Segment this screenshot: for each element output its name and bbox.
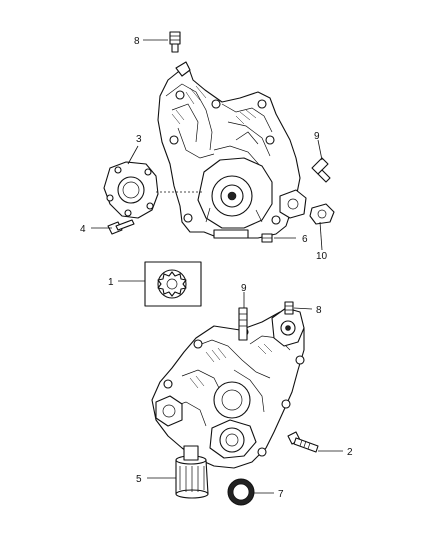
bottom-long-stud [238,307,248,341]
callout-4: 4 [80,224,86,235]
water-pump-bore [213,381,251,419]
pump-cover-plate [103,161,159,219]
cover-outlet-neck [155,395,183,427]
callout-3: 3 [136,134,142,145]
right-port-boss [279,189,307,219]
dowel-pin [261,233,273,243]
oil-filter [175,445,209,499]
top-stud-sensor [169,31,181,53]
top-stud-boss [175,61,191,77]
cover-bolt-boss [175,90,185,100]
pump-cover-screw [107,219,135,235]
pump-rotor-inset [144,261,202,307]
bottom-sensor [284,301,294,315]
callout-9-bottom: 9 [241,283,247,294]
cover-bolt-boss [265,135,275,145]
cover-bolt-boss [169,135,179,145]
callout-1: 1 [108,277,114,288]
bottom-mount-pad [213,229,249,239]
callout-7: 7 [278,489,284,500]
bottom-front-cover-assembly [151,307,305,469]
cover-bolt [287,431,319,453]
crankshaft-seal [227,478,255,506]
callout-6: 6 [302,234,308,245]
top-temp-sensor [311,157,331,183]
leader-lines [91,39,343,494]
crank-seal-bore [219,427,245,453]
rotor-gear [157,271,187,297]
callout-8-bottom: 8 [316,305,322,316]
top-front-cover-assembly [157,61,307,239]
cover-bolt-boss [257,99,267,109]
callout-10: 10 [316,251,328,262]
drain-plug-cap [309,203,335,225]
callout-5: 5 [136,474,142,485]
callout-8-top: 8 [134,36,140,47]
callout-2: 2 [347,447,353,458]
callout-9-top: 9 [314,131,320,142]
cover-bolt-boss [183,213,193,223]
cover-bolt-boss [211,99,221,109]
cover-bolt-boss [271,215,281,225]
callout-labels: 8 3 4 9 6 10 1 9 8 2 5 7 [80,36,353,500]
